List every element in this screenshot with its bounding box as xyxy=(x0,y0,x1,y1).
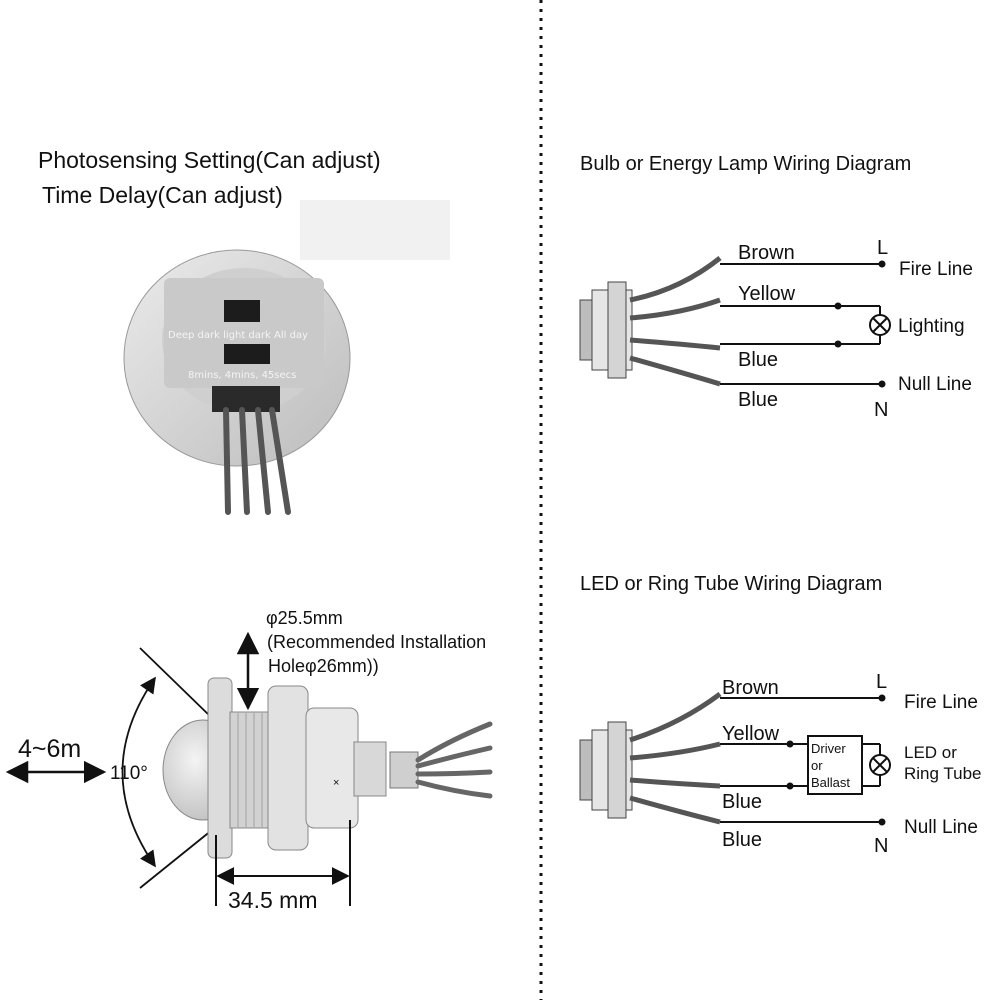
led-lamp-icon xyxy=(869,754,891,776)
bulb-wire-blue-1: Blue xyxy=(738,349,778,371)
bulb-null-line: Null Line xyxy=(898,374,972,395)
photosensing-switch-labels: Deep dark light dark All day xyxy=(168,330,308,341)
photosensing-switch xyxy=(224,300,260,322)
sensor-housing xyxy=(305,707,359,829)
angle-label: 110° xyxy=(110,763,148,784)
sensor-side-photo: × xyxy=(162,677,493,859)
bulb-N-label: N xyxy=(874,399,888,421)
time-delay-heading: Time Delay(Can adjust) xyxy=(42,182,283,208)
driver-ballast-box xyxy=(807,735,863,795)
driver-label-1: Driver xyxy=(811,741,846,756)
driver-label-3: Ballast xyxy=(811,775,850,790)
time-delay-switch xyxy=(224,344,270,364)
length-dimension xyxy=(215,820,351,906)
photosensing-heading: Photosensing Setting(Can adjust) xyxy=(38,147,381,173)
sensor-lead-wires xyxy=(223,407,291,515)
length-label: 34.5 mm xyxy=(228,887,317,913)
sensor-back-photo: Deep dark light dark All day 8mins, 4min… xyxy=(123,200,450,515)
side-lead-wires xyxy=(415,721,493,799)
led-wire-blue-1: Blue xyxy=(722,791,762,813)
bulb-connector xyxy=(579,281,633,379)
lighting-lamp-icon xyxy=(869,314,891,336)
led-L-label: L xyxy=(876,671,887,693)
led-N-label: N xyxy=(874,835,888,857)
svg-text:×: × xyxy=(333,777,339,789)
detection-angle-lines xyxy=(121,647,213,889)
recommended-hole-line-1: (Recommended Installation xyxy=(267,632,486,652)
sensor-connector xyxy=(389,751,419,789)
switch-panel xyxy=(164,278,324,388)
bulb-wire-yellow: Yellow xyxy=(738,283,796,305)
led-connector xyxy=(579,721,633,819)
bulb-fire-line: Fire Line xyxy=(899,259,973,280)
led-wire-blue-2: Blue xyxy=(722,829,762,851)
sensor-tail xyxy=(353,741,387,797)
led-lamp-label-2: Ring Tube xyxy=(904,764,982,783)
led-wire-brown: Brown xyxy=(722,677,779,699)
sensor-flange xyxy=(207,677,233,859)
sensor-nut xyxy=(267,685,309,851)
led-lamp-label-1: LED or xyxy=(904,743,957,762)
bulb-L-label: L xyxy=(877,237,888,259)
bulb-wire-blue-2: Blue xyxy=(738,389,778,411)
terminal-block xyxy=(212,386,280,412)
led-null-line: Null Line xyxy=(904,817,978,838)
bulb-lead-wires xyxy=(629,256,722,387)
diameter-label: φ25.5mm xyxy=(266,608,343,628)
range-label: 4~6m xyxy=(18,735,81,763)
bulb-lighting: Lighting xyxy=(898,316,965,337)
led-lead-wires xyxy=(629,691,722,825)
led-diagram-title: LED or Ring Tube Wiring Diagram xyxy=(580,573,882,595)
time-delay-switch-labels: 8mins, 4mins, 45secs xyxy=(188,370,296,381)
bulb-wire-brown: Brown xyxy=(738,242,795,264)
bulb-diagram-title: Bulb or Energy Lamp Wiring Diagram xyxy=(580,153,911,175)
led-fire-line: Fire Line xyxy=(904,692,978,713)
led-wire-yellow: Yellow xyxy=(722,723,780,745)
recommended-hole-line-2: Holeφ26mm)) xyxy=(268,656,379,676)
driver-label-2: or xyxy=(811,758,823,773)
